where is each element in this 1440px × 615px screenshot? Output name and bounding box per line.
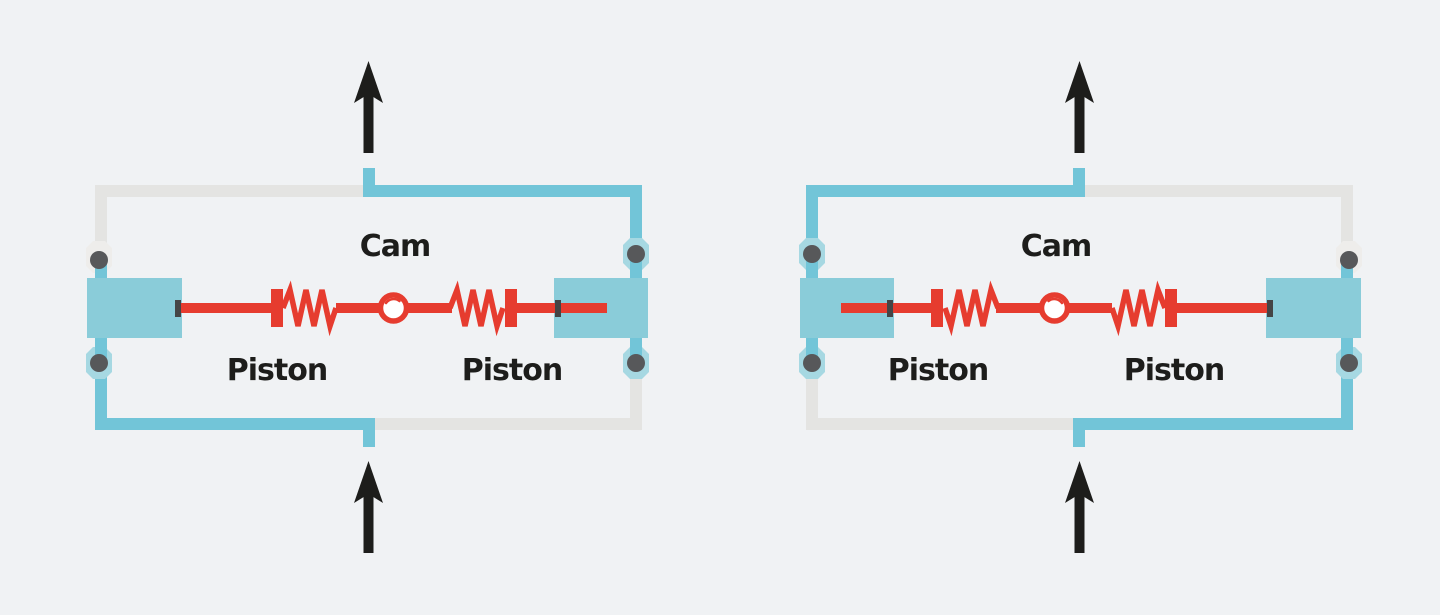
pipe-bottom-inlet-stub-blue (1073, 430, 1085, 447)
rod-right (516, 303, 607, 313)
port-dot-top-left (90, 251, 108, 269)
port-dot-bottom-left (1340, 354, 1358, 372)
port-dot-bottom-right (627, 354, 645, 372)
cam-highlight (1047, 297, 1064, 305)
spring-right (942, 280, 1001, 337)
rod-left (1176, 303, 1270, 313)
mechanism-right (799, 61, 1362, 553)
port-dot-top-left (1340, 251, 1358, 269)
pipe-bottom-left-blue (95, 418, 375, 430)
pipe-top-right-blue (806, 185, 1085, 197)
rod-mid-right (996, 303, 1040, 313)
pipe-left-upper-gray (95, 185, 107, 252)
spring-seat-left (271, 289, 283, 327)
mechanism-left (86, 61, 649, 553)
spring-seat-right (931, 289, 943, 327)
pipe-top-right-blue (363, 185, 642, 197)
pipe-bottom-right-gray (374, 418, 642, 430)
pipe-right-lower-gray (630, 363, 642, 430)
port-dot-bottom-right (803, 354, 821, 372)
rod-mid-right (408, 303, 452, 313)
pipe-top-outlet-stub-blue (363, 168, 375, 188)
cam-label: Cam (359, 229, 432, 264)
pipe-top-left-gray (95, 185, 363, 197)
pipe-top-outlet-stub-blue (1073, 168, 1085, 188)
pipe-left-upper-gray (1341, 185, 1353, 252)
pipe-right-lower-gray (806, 363, 818, 430)
spring-seat-left (1165, 289, 1177, 327)
spring-right (447, 280, 506, 337)
piston-label: Piston (461, 353, 563, 388)
rod-left (178, 303, 272, 313)
piston-label: Piston (1123, 353, 1225, 388)
rod-anchor-tick-left (175, 300, 181, 317)
spring-left (1109, 280, 1168, 337)
rod-anchor-tick-right (887, 300, 893, 317)
flow-arrow-top-icon (354, 61, 383, 153)
rod-anchor-tick-left (1267, 300, 1273, 317)
rod-right (841, 303, 932, 313)
rod-anchor-tick-right (555, 300, 561, 317)
piston-left-body (1266, 278, 1361, 338)
spring-left (280, 280, 339, 337)
port-dot-top-right (627, 245, 645, 263)
spring-seat-right (505, 289, 517, 327)
pipe-bottom-inlet-stub-blue (363, 430, 375, 447)
pipe-top-left-gray (1085, 185, 1353, 197)
cam-highlight (384, 297, 401, 305)
flow-arrow-bottom-icon (1065, 461, 1094, 553)
piston-label: Piston (887, 353, 989, 388)
rod-mid-left (336, 303, 380, 313)
pipe-bottom-left-blue (1073, 418, 1353, 430)
cam-label: Cam (1020, 229, 1093, 264)
flow-arrow-top-icon (1065, 61, 1094, 153)
piston-label: Piston (226, 353, 328, 388)
pipe-bottom-right-gray (806, 418, 1074, 430)
piston-left-body (87, 278, 182, 338)
port-dot-bottom-left (90, 354, 108, 372)
flow-arrow-bottom-icon (354, 461, 383, 553)
port-dot-top-right (803, 245, 821, 263)
rod-mid-left (1068, 303, 1112, 313)
